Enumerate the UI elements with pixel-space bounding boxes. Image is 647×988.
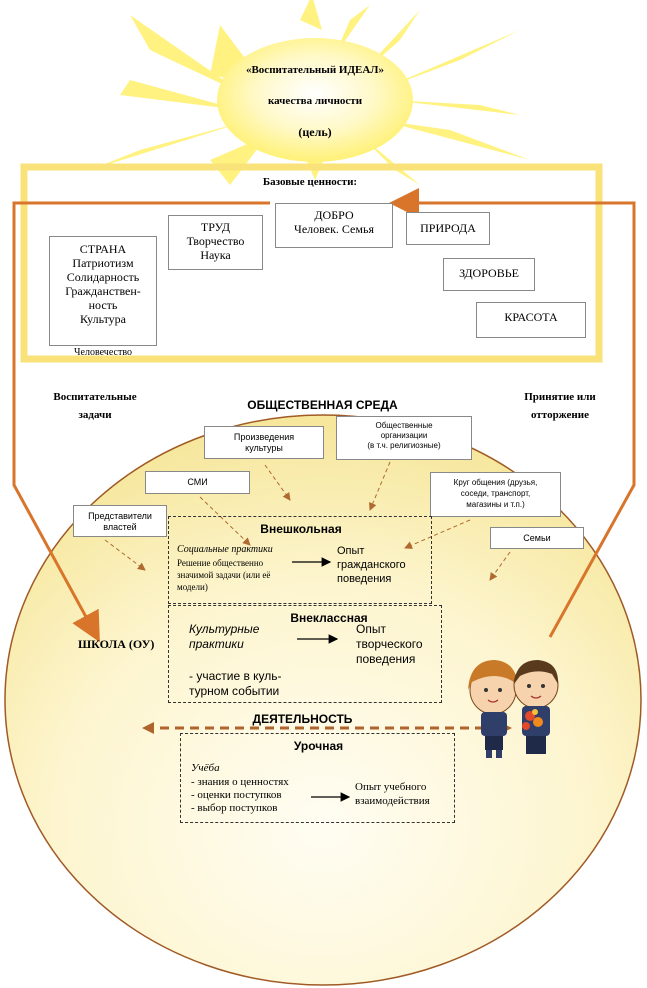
env-culture-works: Произведения культуры — [204, 426, 324, 459]
block-lesson: Урочная Учёба - знания о ценностях - оце… — [180, 733, 455, 823]
label-educational-tasks: Воспитательные задачи — [53, 391, 137, 421]
env-circle: Круг общения (друзья, соседи, транспорт,… — [430, 472, 561, 517]
extracurricular-desc: Решение общественно значимой задачи (или… — [177, 558, 271, 592]
ideal-title: «Воспитательный ИДЕАЛ» — [245, 64, 385, 76]
env-smi: СМИ — [145, 471, 250, 494]
value-strana: СТРАНА Патриотизм Солидарность Гражданст… — [49, 236, 157, 346]
value-priroda: ПРИРОДА — [406, 212, 490, 245]
ideal-qualities: качества личности — [267, 95, 363, 107]
left-task-arrow — [12, 201, 270, 643]
extraclass-title: Внеклассная — [290, 611, 368, 625]
lesson-practice: Учёба — [191, 762, 220, 774]
sun-rays — [90, 0, 530, 185]
extracurricular-practice: Социальные практики — [177, 544, 273, 555]
block-extracurricular: Внешкольная Социальные практики Решение … — [168, 516, 432, 604]
public-environment-title: ОБЩЕСТВЕННАЯ СРЕДА — [247, 398, 398, 412]
activity-label: ДЕЯТЕЛЬНОСТЬ — [252, 712, 353, 726]
value-trud: ТРУД Творчество Наука — [168, 215, 263, 270]
right-feedback-arrow — [389, 188, 636, 638]
extracurricular-title: Внешкольная — [260, 522, 342, 536]
extraclass-practice: Культурные практики — [189, 622, 260, 651]
value-chelovechestvo: Человечество — [74, 347, 132, 358]
extracurricular-result: Опыт гражданского поведения — [337, 545, 406, 585]
ideal-goal: (цель) — [298, 125, 332, 139]
label-acceptance-rejection: Принятие или отторжение — [524, 391, 596, 421]
env-organizations: Общественные организации (в т.ч. религио… — [336, 416, 472, 460]
sun-core — [217, 38, 413, 162]
lesson-result: Опыт учебного взаимодействия — [355, 781, 430, 807]
extraclass-desc: - участие в куль- турном событии — [189, 669, 282, 698]
block-extraclass: Внеклассная Культурные практики - участи… — [168, 605, 442, 703]
env-authorities: Представители властей — [73, 505, 167, 537]
value-krasota: КРАСОТА — [476, 302, 586, 338]
children-illustration — [468, 660, 559, 758]
school-oval — [4, 414, 642, 986]
extraclass-result: Опыт творческого поведения — [356, 622, 423, 666]
env-families: Семьи — [490, 527, 584, 549]
lesson-title: Урочная — [293, 739, 344, 753]
value-dobro: ДОБРО Человек. Семья — [275, 203, 393, 248]
base-values-frame — [20, 163, 603, 363]
value-zdorovie: ЗДОРОВЬЕ — [443, 258, 535, 291]
lesson-items: - знания о ценностях - оценки поступков … — [191, 776, 289, 814]
school-label: ШКОЛА (ОУ) — [78, 637, 155, 651]
base-values-title: Базовые ценности: — [262, 176, 358, 188]
